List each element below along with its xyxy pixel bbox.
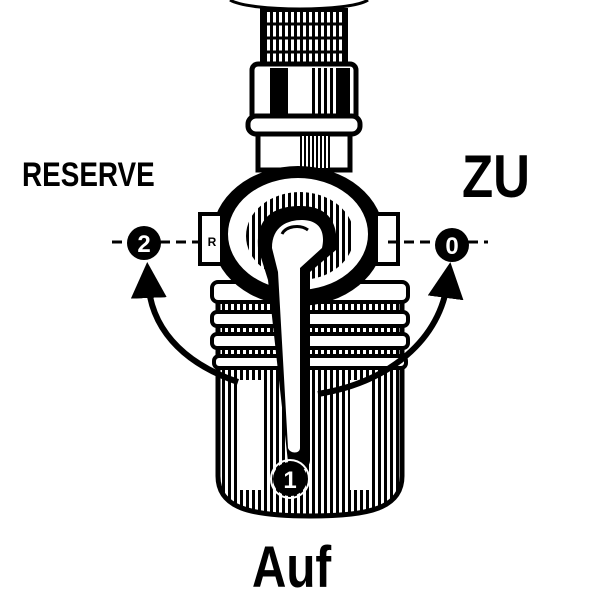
position-marker-auf: 1 (270, 459, 310, 499)
arrow-to-reserve (130, 262, 239, 385)
position-number-auf: 1 (283, 467, 296, 494)
position-number-zu: 0 (445, 233, 458, 260)
valve-letter-r: R (208, 235, 217, 249)
arrow-to-zu (317, 262, 464, 397)
hex-nut (249, 61, 359, 125)
label-auf: Auf (252, 535, 332, 600)
tap-lever[interactable] (257, 206, 337, 471)
washer (245, 113, 363, 173)
label-reserve: RESERVE (22, 156, 155, 194)
position-marker-zu: 0 (435, 228, 469, 262)
position-number-reserve: 2 (137, 231, 150, 258)
top-fitting (229, 0, 369, 68)
valve-letter-z: Z (370, 235, 377, 249)
position-marker-reserve: 2 (127, 226, 161, 260)
label-zu: ZU (462, 143, 530, 210)
